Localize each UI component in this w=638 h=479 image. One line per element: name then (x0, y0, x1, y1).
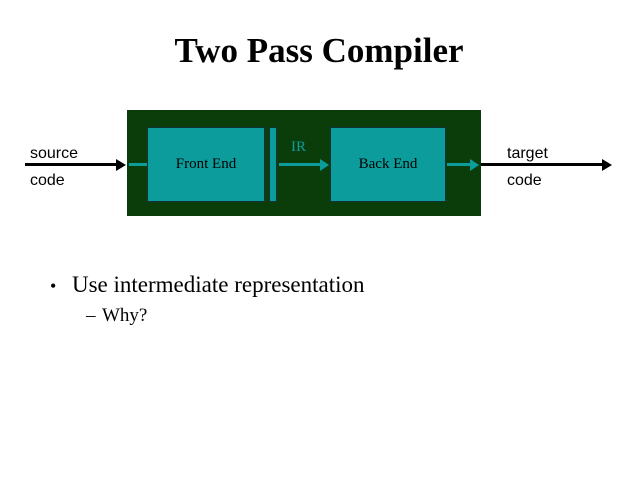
bullet-text-level1: Use intermediate representation (72, 272, 365, 297)
stage-box-back-end[interactable]: Back End (330, 127, 446, 202)
input-label-line1: source (30, 145, 79, 162)
arrow-compiler-to-target-head (602, 159, 612, 171)
stage-label-back-end: Back End (358, 156, 418, 172)
sub-bullet-marker-icon: – (86, 305, 96, 326)
stage-box-front-end[interactable]: Front End (147, 127, 265, 202)
arrow-backend-to-frame-line (447, 163, 472, 166)
bullet-item-level1: • Use intermediate representation (50, 270, 365, 301)
output-label-line2: code (507, 172, 542, 189)
input-label-line2: code (30, 172, 65, 189)
ir-label: IR (291, 139, 306, 155)
arrow-compiler-to-target-line (481, 163, 603, 166)
arrow-backend-to-frame-head (470, 159, 479, 171)
front-end-divider-sliver (269, 127, 277, 202)
two-pass-compiler-diagram: Front End Back End IR source code target… (25, 110, 612, 216)
arrow-source-to-compiler-head (116, 159, 126, 171)
bullet-list: • Use intermediate representation – Why? (0, 265, 638, 365)
arrow-frontend-to-backend-line (279, 163, 321, 166)
bullet-marker-icon: • (50, 276, 57, 296)
stage-label-front-end: Front End (175, 156, 237, 172)
arrow-source-to-compiler-line (25, 163, 117, 166)
arrow-frame-to-frontend-line (129, 163, 147, 166)
arrow-frontend-to-backend-head (320, 159, 329, 171)
bullet-item-level2: – Why? (86, 303, 147, 329)
page-title: Two Pass Compiler (174, 31, 464, 70)
bullet-text-level2: Why? (102, 305, 148, 326)
output-label-line1: target (507, 145, 548, 162)
